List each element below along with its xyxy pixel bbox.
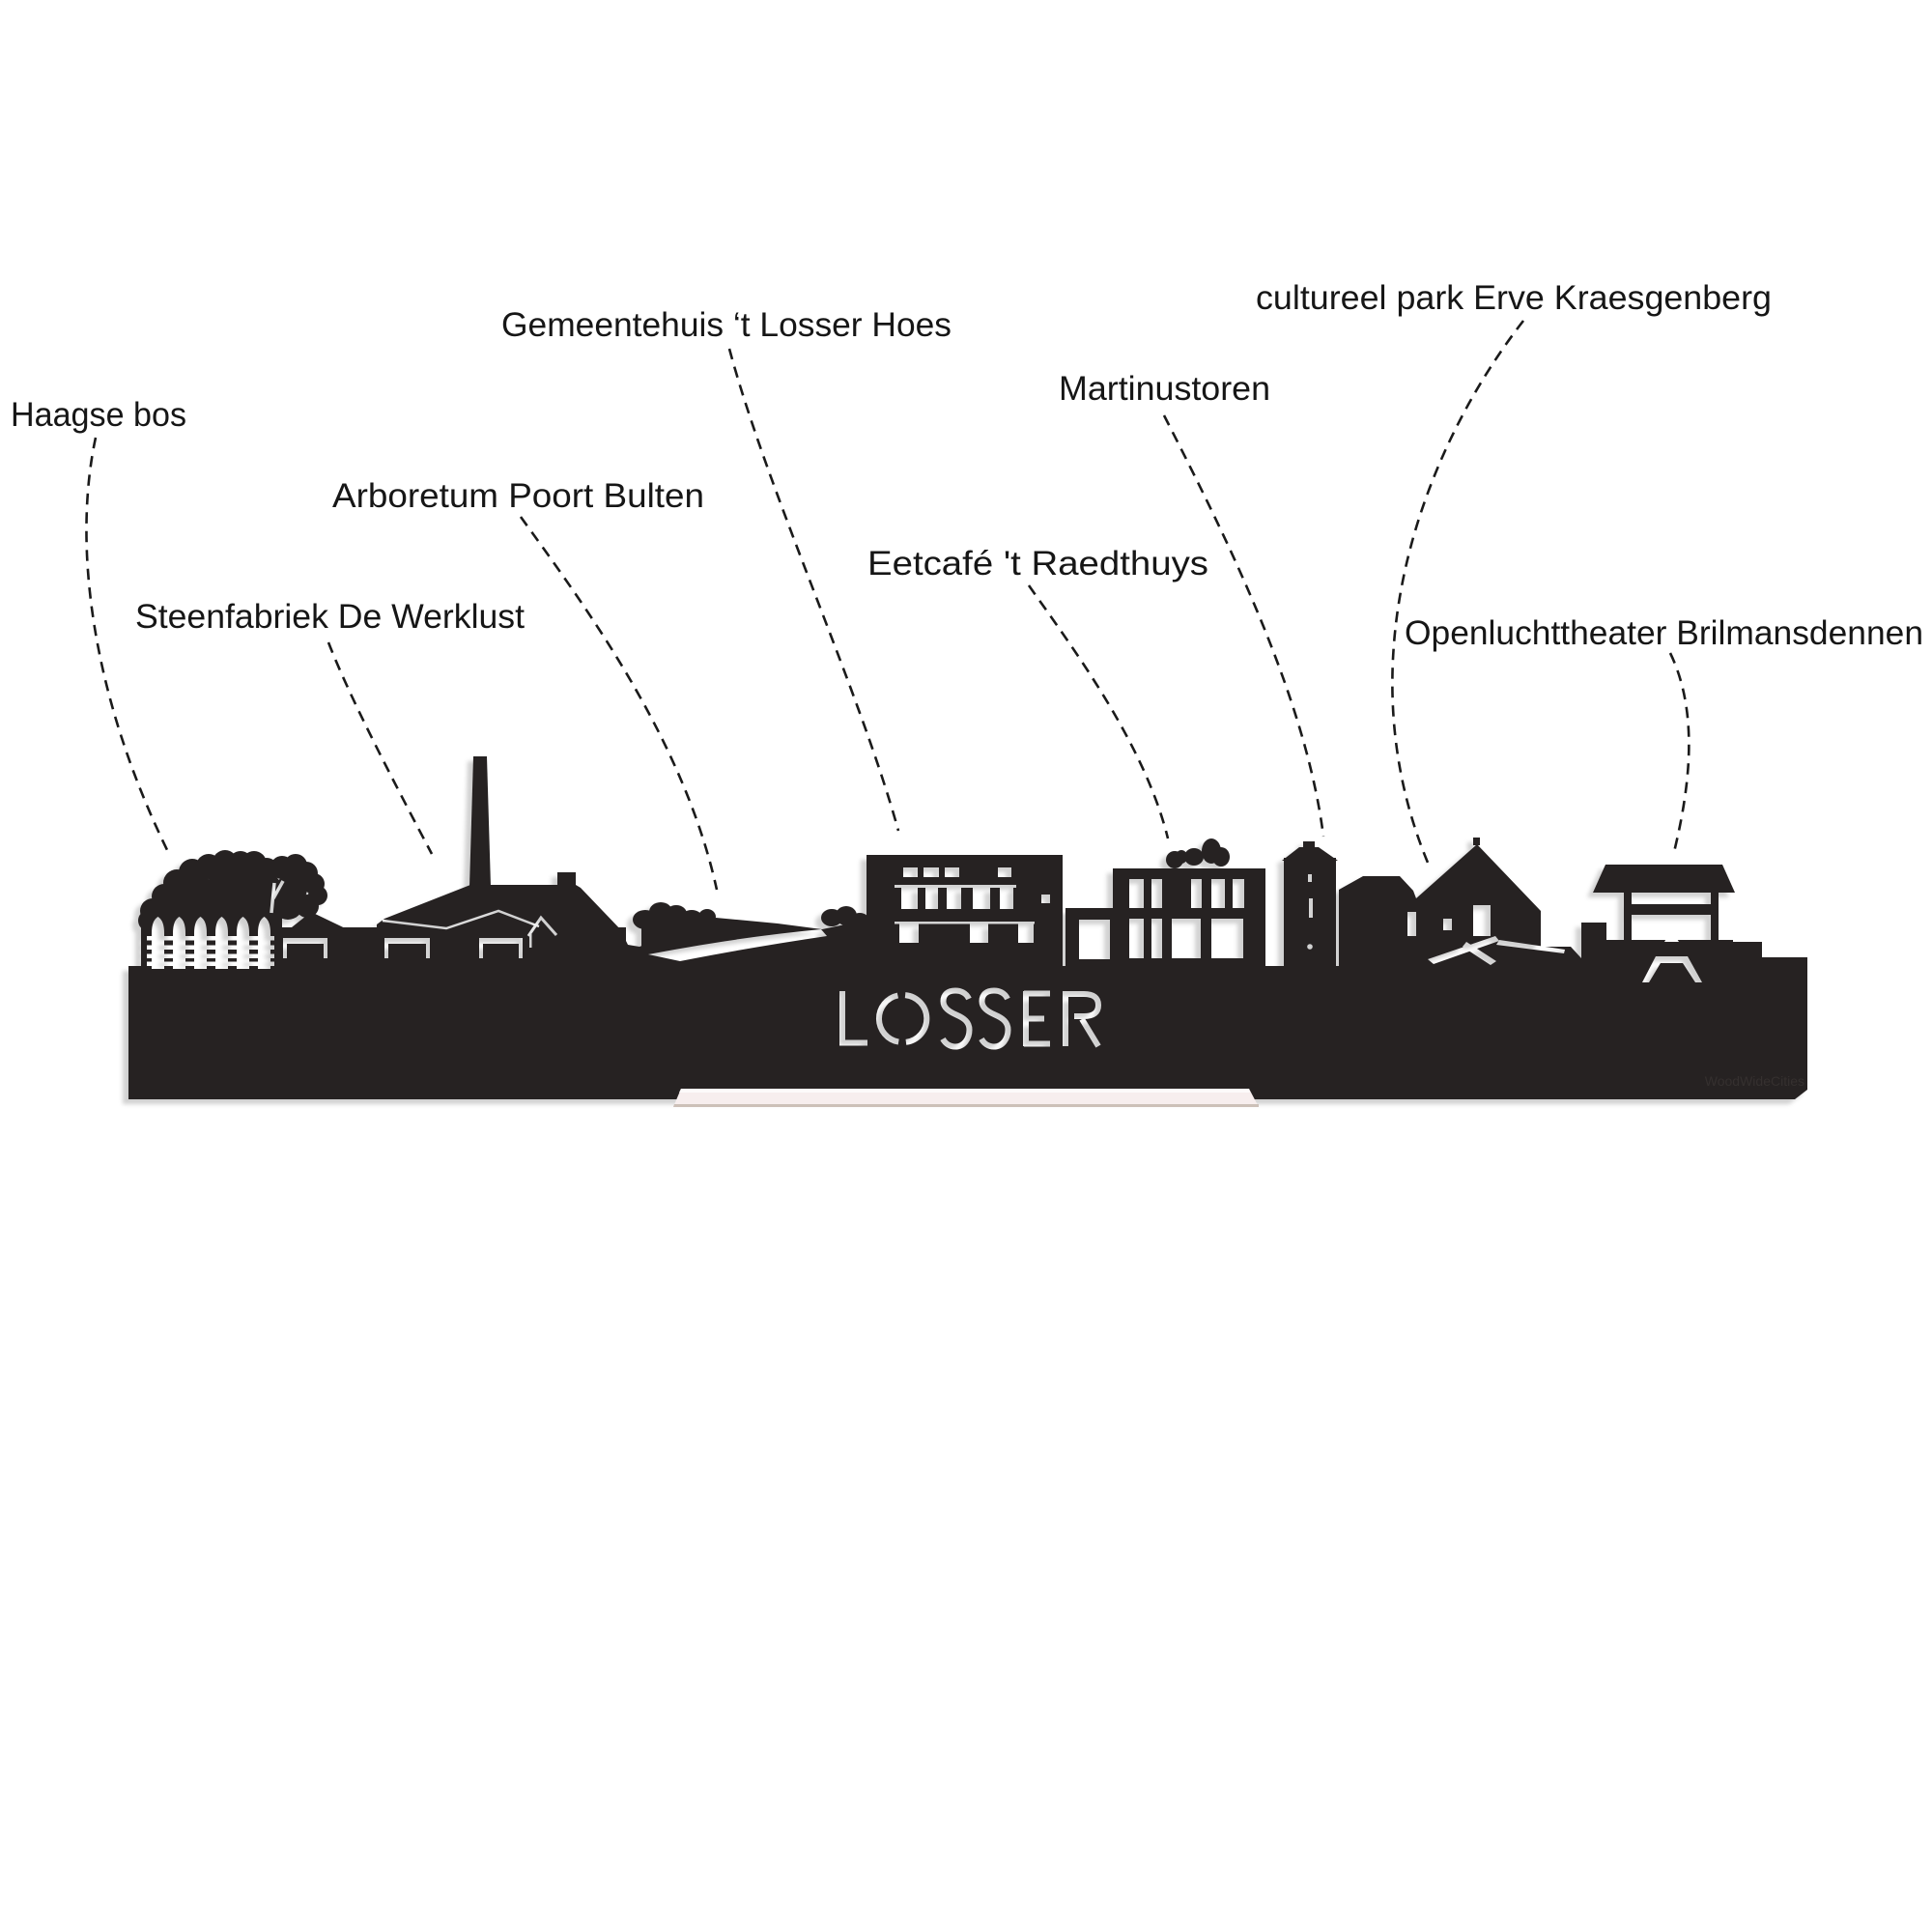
svg-text:Martinustoren: Martinustoren xyxy=(1059,370,1270,408)
svg-text:Arboretum Poort Bulten: Arboretum Poort Bulten xyxy=(332,477,704,515)
svg-text:Haagse bos: Haagse bos xyxy=(11,396,186,434)
svg-text:Gemeentehuis ‘t Losser Hoes: Gemeentehuis ‘t Losser Hoes xyxy=(501,306,952,344)
svg-text:Openluchttheater Brilmansdenne: Openluchttheater Brilmansdennen xyxy=(1405,614,1923,652)
svg-text:Eetcafé 't Raedthuys: Eetcafé 't Raedthuys xyxy=(867,545,1208,582)
svg-text:WoodWideCities: WoodWideCities xyxy=(1705,1073,1804,1089)
svg-text:cultureel park Erve Kraesgenbe: cultureel park Erve Kraesgenberg xyxy=(1256,279,1772,317)
svg-text:Steenfabriek De Werklust: Steenfabriek De Werklust xyxy=(135,598,525,636)
